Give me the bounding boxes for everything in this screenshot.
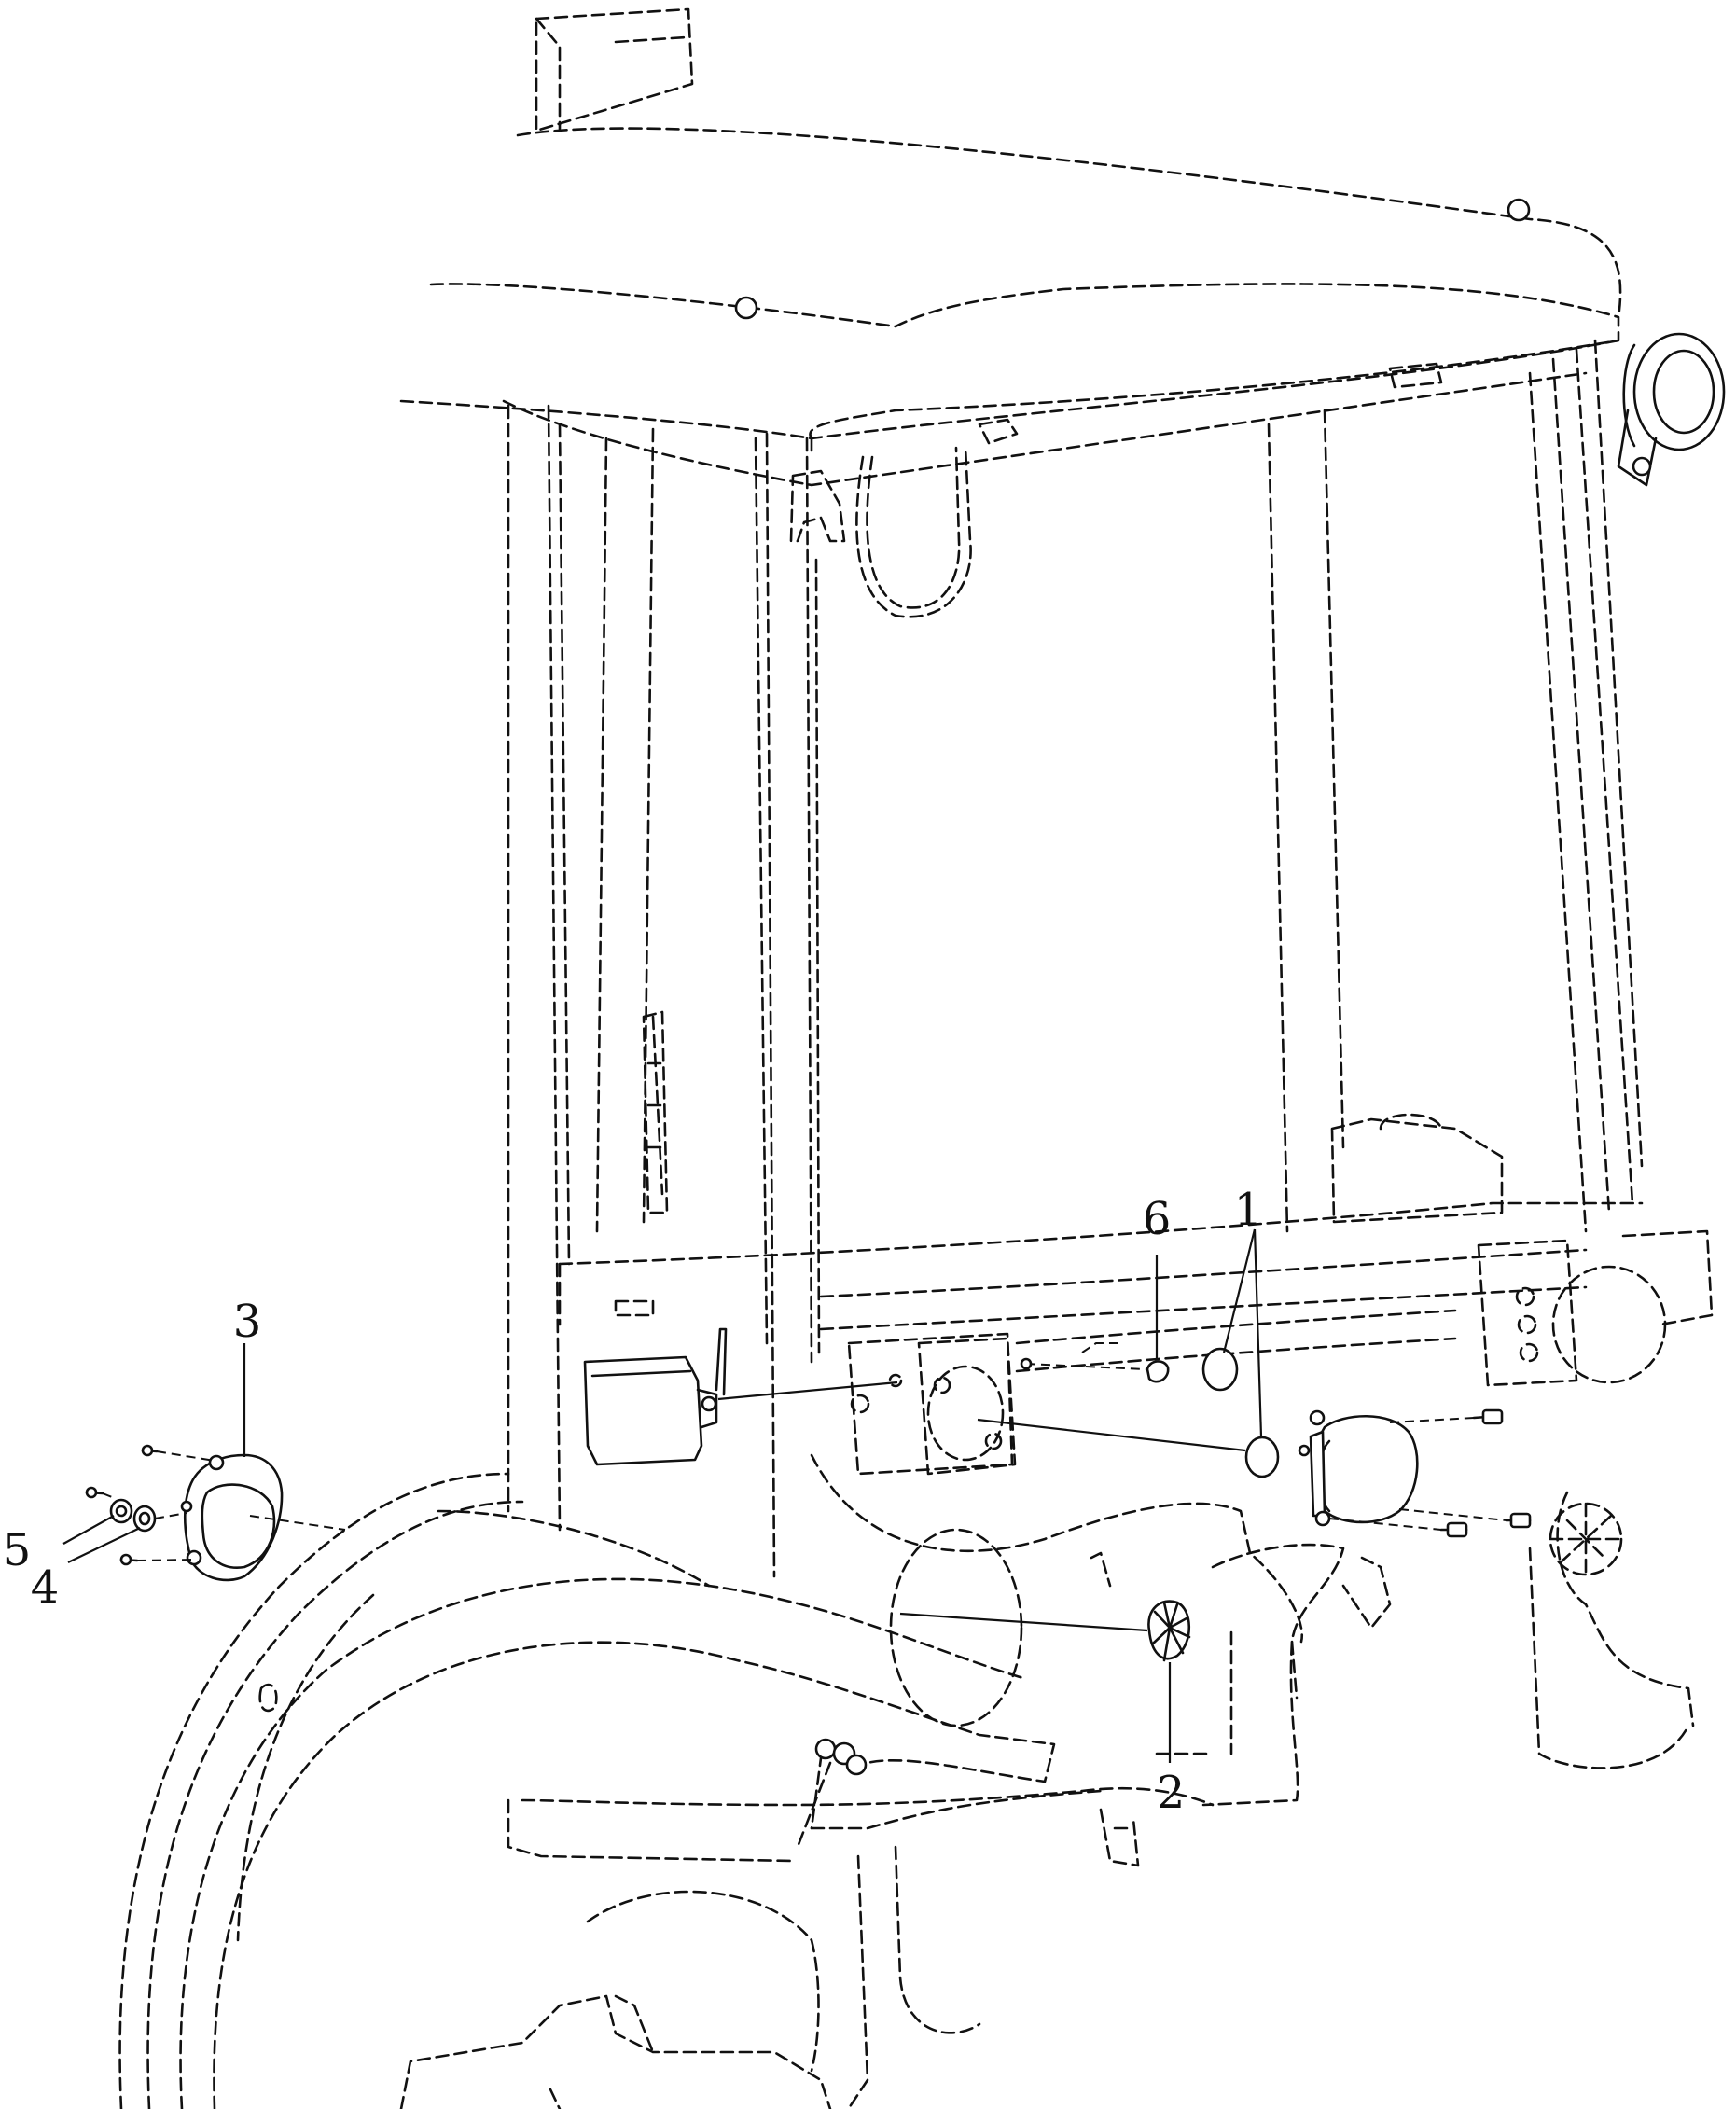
callout-6: 6 (1143, 1193, 1172, 1245)
horn-right-bolts (1328, 1408, 1532, 1538)
callout-3: 3 (233, 1296, 262, 1348)
callout-4: 4 (31, 1561, 60, 1614)
cap-part-6 (1020, 1342, 1170, 1383)
washer-part-4 (132, 1505, 157, 1533)
callout-1: 1 (1234, 1184, 1263, 1236)
beacon-lamp (1617, 332, 1726, 487)
grommet-part-2 (1147, 1600, 1191, 1662)
callout-leaders (62, 1228, 1263, 1763)
callout-5: 5 (3, 1524, 32, 1576)
horn-right (1298, 1409, 1419, 1527)
callout-labels: 1 2 3 4 5 6 (3, 1184, 1263, 1819)
plug-part-1-upper (1201, 1347, 1239, 1392)
horn-screws (85, 1444, 215, 1566)
overhead-guard (399, 7, 1622, 487)
callout-2: 2 (1157, 1767, 1186, 1819)
nut-part-5 (109, 1498, 133, 1524)
work-lamp (583, 1327, 728, 1466)
plug-part-1-lower (1244, 1436, 1280, 1478)
mast-hose (642, 1010, 1504, 1224)
assembly-lines (249, 1381, 1246, 1632)
rear-combination-lamp (1477, 1229, 1714, 1769)
horn-bracket (847, 1332, 1017, 1476)
horn-assembly (180, 1453, 284, 1582)
cross-beam (558, 1201, 1644, 1373)
rear-fender-chassis (118, 1453, 1392, 2109)
